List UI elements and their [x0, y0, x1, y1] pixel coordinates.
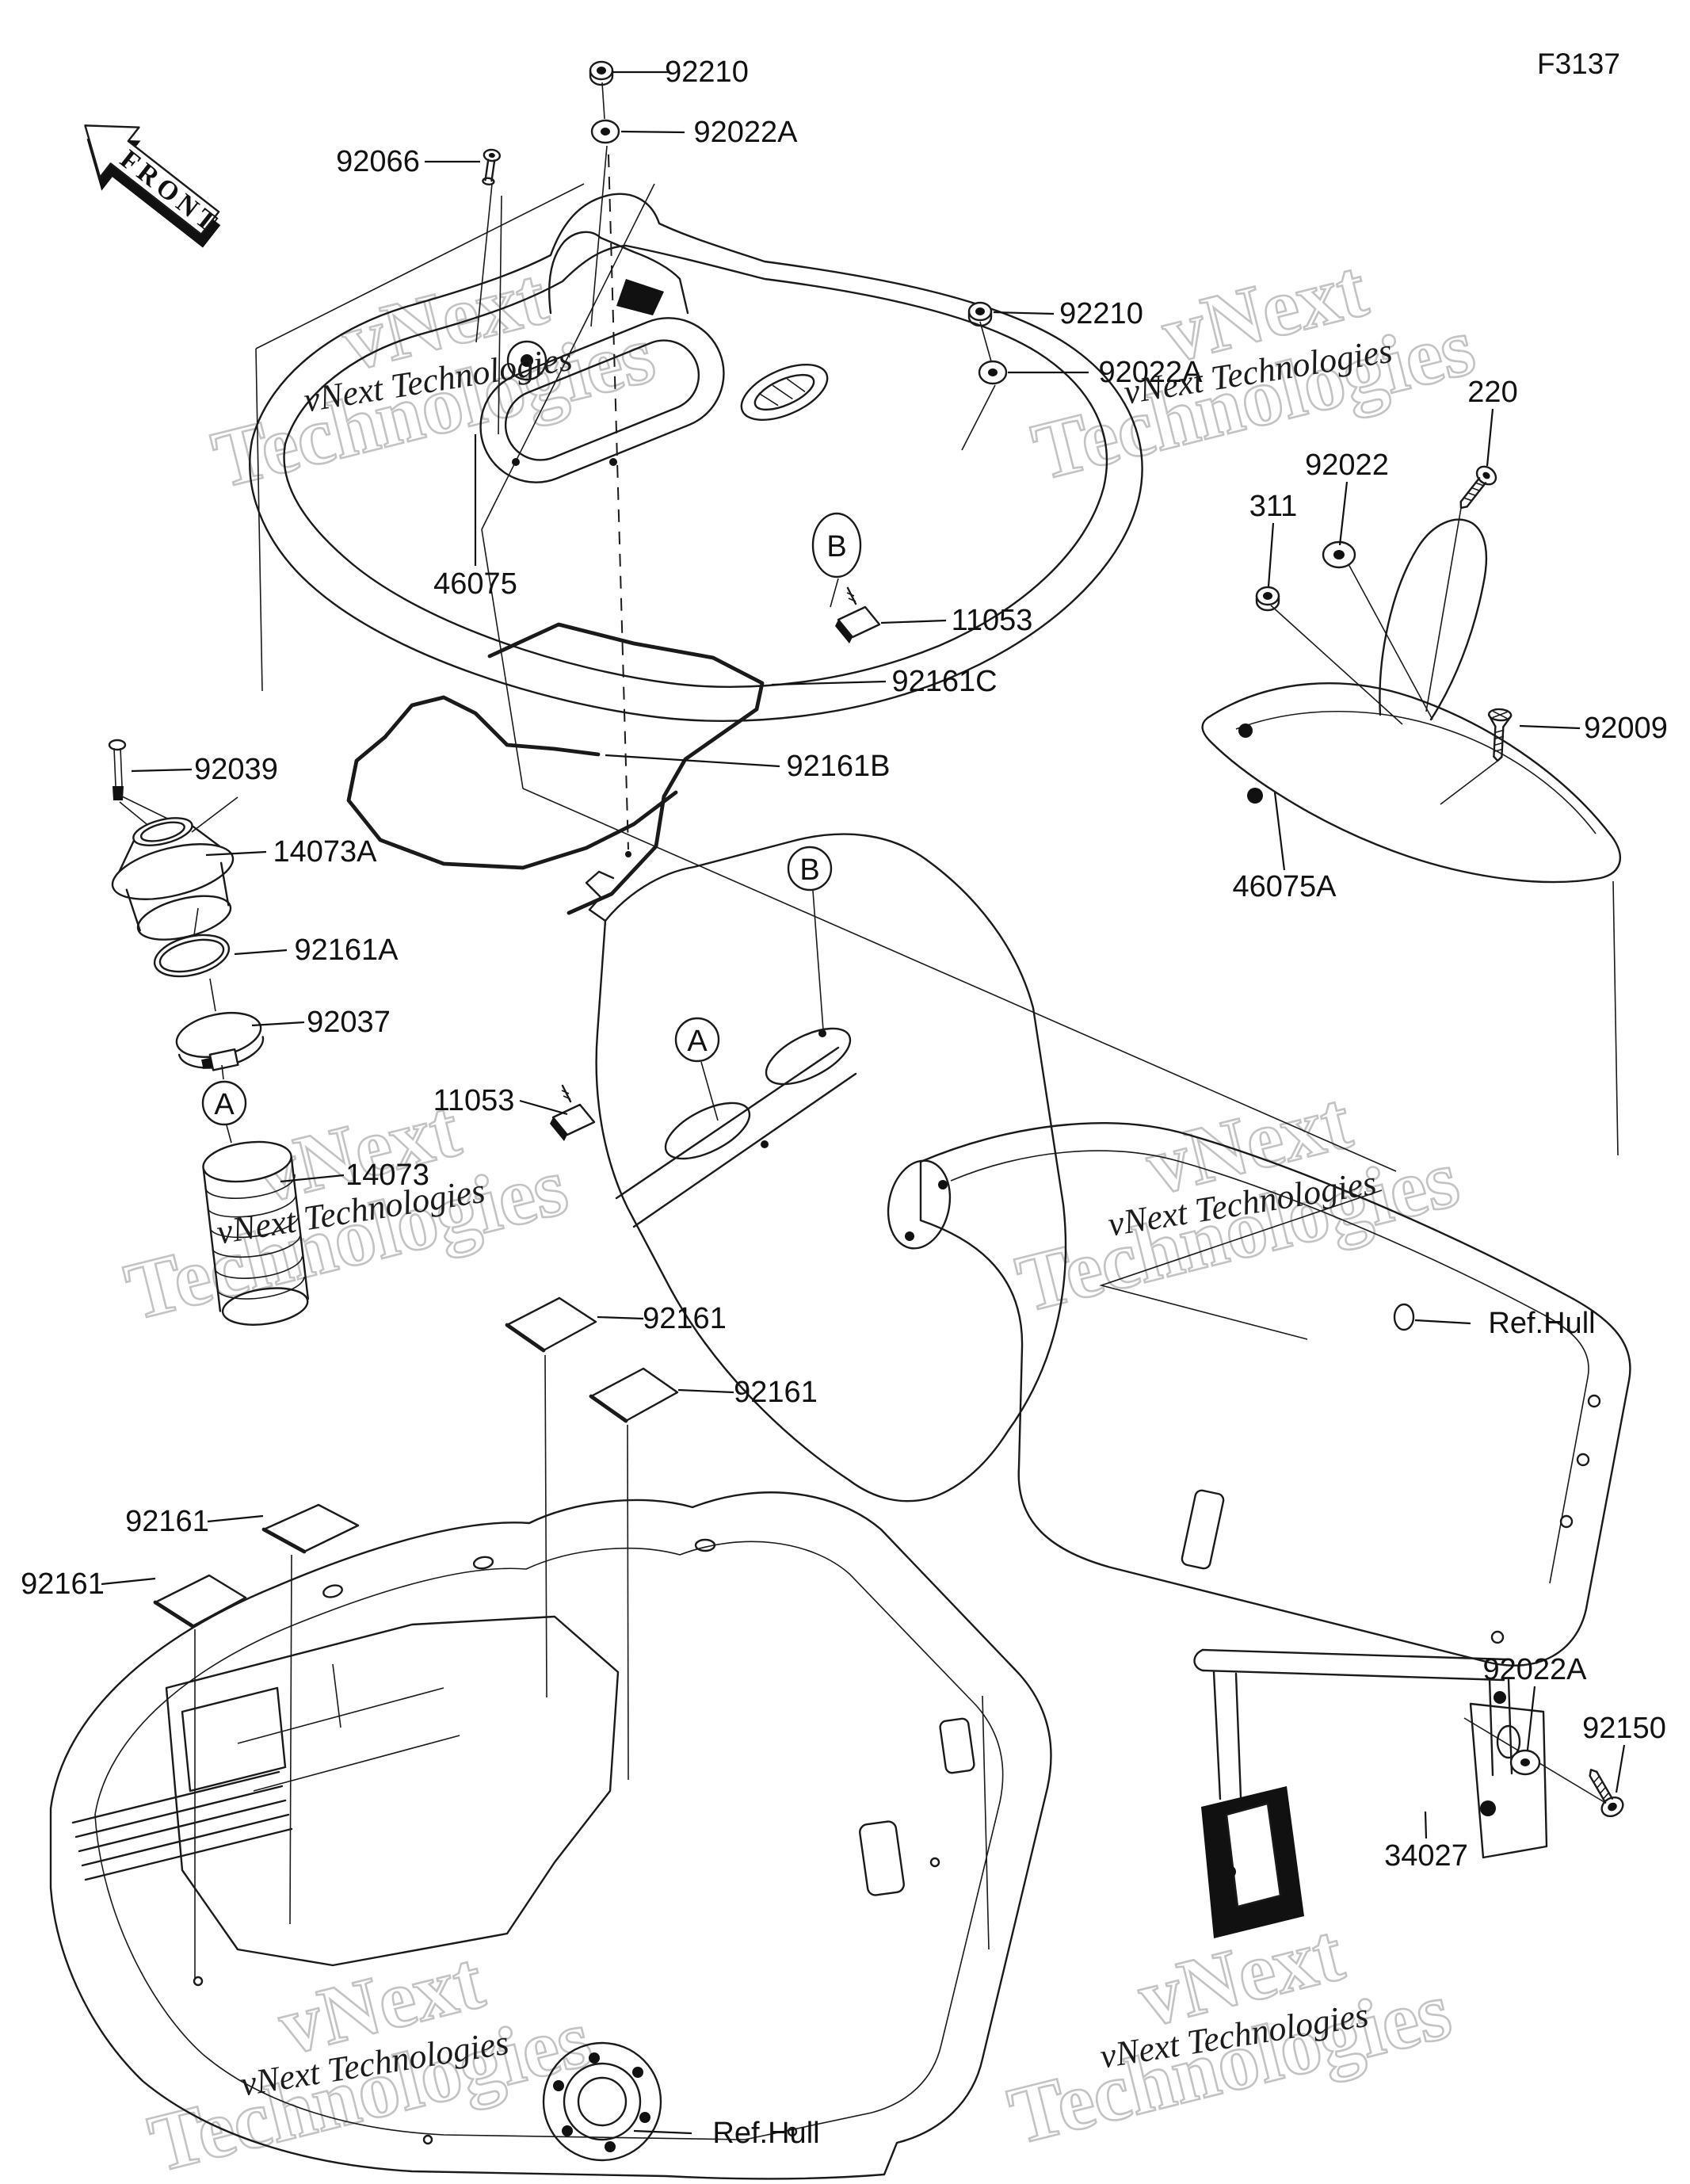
part-label[interactable]: 92150 [1582, 1712, 1666, 1745]
callout: B [787, 846, 833, 892]
part-label[interactable]: 14073 [345, 1159, 429, 1192]
part-label[interactable]: 92161 [734, 1376, 818, 1409]
leader-line [993, 311, 1055, 315]
part-label[interactable]: Ref.Hull [1488, 1307, 1595, 1340]
part-label[interactable]: 34027 [1384, 1839, 1468, 1873]
callout-letter: B [826, 530, 846, 563]
part-label[interactable]: 14073A [273, 835, 377, 869]
part-label[interactable]: 92161A [294, 934, 399, 967]
leader-line [880, 619, 947, 624]
leader-line [101, 1577, 156, 1586]
part-label[interactable]: 92161 [643, 1302, 727, 1335]
diagram-code: F3137 [1537, 48, 1620, 80]
callout-letter: A [687, 1025, 708, 1058]
leader-line [234, 949, 288, 956]
leader-line [251, 1021, 305, 1027]
callout-letter: A [214, 1088, 235, 1121]
part-label[interactable]: 92161 [21, 1567, 105, 1601]
leader-line [1519, 724, 1581, 730]
leader-line [280, 1174, 345, 1183]
leader-line [1267, 522, 1275, 587]
leader-line [1615, 1744, 1626, 1793]
leader-line [1486, 408, 1494, 467]
callout: A [674, 1017, 720, 1063]
callout-letter: B [799, 853, 819, 887]
callout: B [811, 512, 862, 578]
part-label[interactable]: Ref.Hull [712, 2117, 819, 2150]
leader-line [1526, 1686, 1536, 1751]
front-direction-arrow: FRONT [84, 124, 226, 248]
part-label[interactable]: 92022A [693, 116, 798, 149]
leader-line [1273, 792, 1286, 871]
part-label[interactable]: 220 [1467, 376, 1517, 409]
callout-circle [674, 1017, 720, 1063]
part-label[interactable]: 92022 [1305, 449, 1389, 482]
part-label[interactable]: 92009 [1584, 712, 1668, 745]
leader-line [131, 768, 193, 773]
leader-line [207, 1514, 264, 1523]
part-label[interactable]: 92022A [1482, 1653, 1587, 1686]
part-label[interactable]: 92066 [336, 145, 420, 178]
part-label[interactable]: 11053 [952, 604, 1033, 637]
leader-lines-layer [101, 71, 1626, 2135]
callout-circles-layer: B B A A [201, 512, 862, 1126]
leader-line [1338, 481, 1349, 546]
leader-line [597, 1315, 644, 1320]
leader-line [205, 850, 267, 857]
part-label[interactable]: 46075A [1232, 870, 1337, 903]
diagram-line-art [49, 60, 1631, 2180]
leader-line [519, 1099, 568, 1116]
part-label[interactable]: 92037 [307, 1006, 391, 1039]
part-label[interactable]: 11053 [433, 1084, 515, 1117]
callout-circle [787, 846, 833, 892]
part-label[interactable]: 311 [1249, 490, 1298, 523]
leader-line [677, 1388, 734, 1394]
part-label[interactable]: 92210 [665, 55, 749, 89]
part-label[interactable]: 92022A [1098, 356, 1203, 389]
part-label[interactable]: 92210 [1059, 297, 1143, 330]
callout-circle [811, 512, 862, 578]
callout-circle [201, 1080, 247, 1126]
leader-line [1424, 1811, 1428, 1839]
part-label[interactable]: 46075 [433, 567, 517, 601]
callout: A [201, 1080, 247, 1126]
front-label: FRONT [115, 144, 226, 240]
leader-line [633, 2129, 692, 2135]
part-label[interactable]: 92161 [125, 1505, 209, 1538]
part-label[interactable]: 92039 [194, 753, 278, 786]
leader-line [771, 680, 887, 686]
part-label[interactable]: 92161C [891, 665, 997, 698]
leader-line [1414, 1319, 1471, 1325]
part-label[interactable]: 92161B [786, 750, 890, 783]
leader-line [605, 754, 780, 768]
